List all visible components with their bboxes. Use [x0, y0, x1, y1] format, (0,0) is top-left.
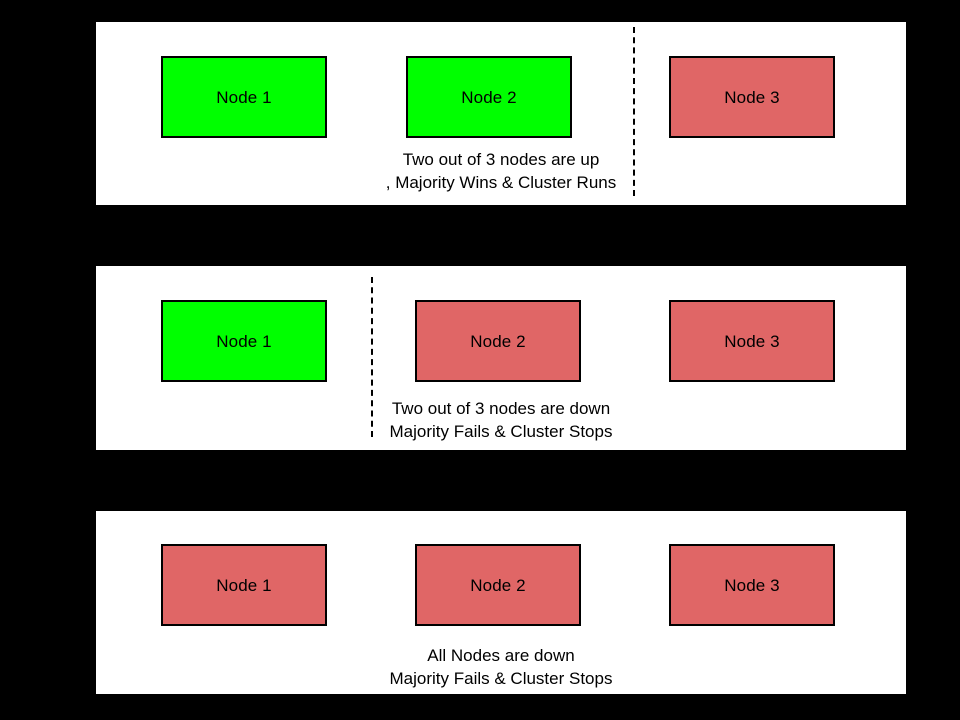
- caption-line-2: Majority Fails & Cluster Stops: [389, 422, 613, 441]
- node-label: Node 2: [461, 87, 517, 107]
- node-box-2-2[interactable]: Node 2: [415, 300, 581, 382]
- node-box-1-1[interactable]: Node 1: [161, 56, 327, 138]
- caption-line-1: Two out of 3 nodes are down: [391, 399, 611, 418]
- node-box-2-1[interactable]: Node 1: [161, 300, 327, 382]
- caption-line-2: Majority Fails & Cluster Stops: [389, 669, 613, 688]
- node-box-2-3[interactable]: Node 3: [669, 300, 835, 382]
- node-label: Node 3: [724, 331, 780, 351]
- scenario-panel-majority-wins: Node 1 Node 2 Node 3 Two out of 3 nodes …: [96, 22, 906, 205]
- node-box-3-2[interactable]: Node 2: [415, 544, 581, 626]
- node-box-1-2[interactable]: Node 2: [406, 56, 572, 138]
- scenario-panel-majority-fails-two-down: Node 1 Node 2 Node 3 Two out of 3 nodes …: [96, 266, 906, 450]
- node-box-3-1[interactable]: Node 1: [161, 544, 327, 626]
- node-label: Node 2: [470, 575, 526, 595]
- node-box-3-3[interactable]: Node 3: [669, 544, 835, 626]
- caption-line-2: , Majority Wins & Cluster Runs: [385, 173, 617, 192]
- panel-caption: All Nodes are down Majority Fails & Clus…: [96, 644, 906, 690]
- scenario-panel-all-nodes-down: Node 1 Node 2 Node 3 All Nodes are down …: [96, 511, 906, 694]
- node-box-1-3[interactable]: Node 3: [669, 56, 835, 138]
- node-label: Node 1: [216, 331, 272, 351]
- node-label: Node 3: [724, 87, 780, 107]
- quorum-divider-line: [371, 277, 373, 437]
- node-label: Node 3: [724, 575, 780, 595]
- node-label: Node 2: [470, 331, 526, 351]
- node-label: Node 1: [216, 575, 272, 595]
- caption-line-1: Two out of 3 nodes are up: [402, 150, 600, 169]
- panel-caption: Two out of 3 nodes are down Majority Fai…: [96, 397, 906, 443]
- node-label: Node 1: [216, 87, 272, 107]
- panel-caption: Two out of 3 nodes are up , Majority Win…: [96, 148, 906, 194]
- quorum-divider-line: [633, 27, 635, 196]
- caption-line-1: All Nodes are down: [427, 646, 575, 665]
